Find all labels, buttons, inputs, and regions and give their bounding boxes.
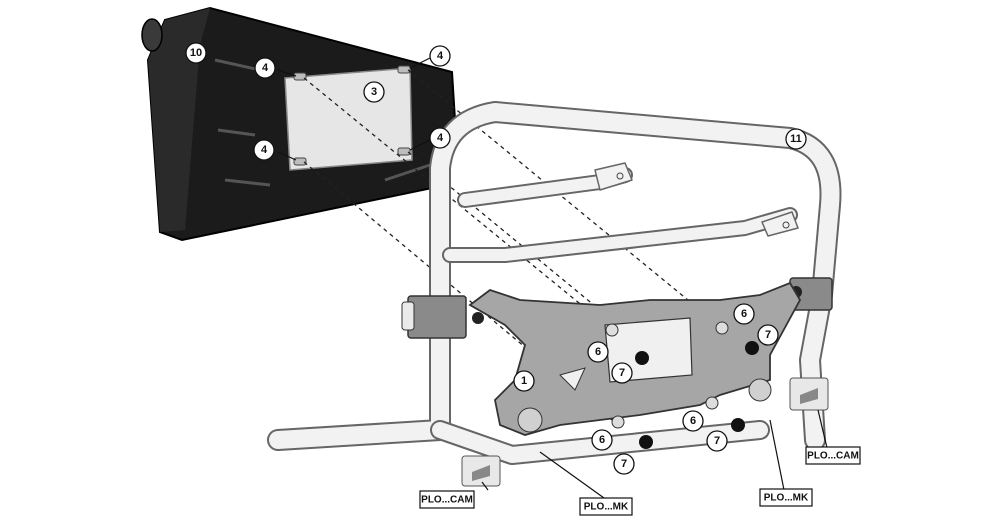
callout-nut-c: 7 — [613, 453, 635, 475]
callout-nut-d: 7 — [706, 430, 728, 452]
side-case — [141, 6, 457, 242]
callout-washer-d-label: 6 — [690, 415, 696, 427]
callout-frame: 11 — [785, 128, 807, 150]
tag-cam-right-label: PLO...CAM — [807, 451, 859, 462]
callout-nut-c-label: 7 — [621, 458, 627, 470]
callout-nut-a-label: 7 — [619, 367, 625, 379]
tag-mk-right: PLO...MK — [759, 488, 813, 507]
part-tags: PLO...CAM PLO...MK PLO...MK PLO...CAM — [419, 446, 861, 516]
callout-nut-d-label: 7 — [714, 435, 720, 447]
callout-plate-label: 3 — [371, 86, 377, 98]
frame-clamps — [401, 277, 833, 339]
callout-screw-top-right: 4 — [429, 45, 451, 67]
tag-cam-right: PLO...CAM — [805, 446, 861, 465]
callout-washer-b-label: 6 — [741, 308, 747, 320]
tag-mk-right-label: PLO...MK — [764, 493, 809, 504]
callout-screw-top-left-label: 4 — [262, 62, 269, 74]
hardware — [605, 321, 759, 449]
leader-lines — [277, 57, 829, 499]
callout-nut-a: 7 — [611, 362, 633, 384]
tag-cam-left-label: PLO...CAM — [421, 495, 473, 506]
callout-screw-bottom-right: 4 — [429, 127, 451, 149]
tag-mk-left-label: PLO...MK — [584, 502, 629, 513]
callout-case-label: 10 — [190, 47, 202, 59]
callout-washer-c: 6 — [591, 429, 613, 451]
callout-plate-mount-label: 1 — [521, 375, 527, 387]
callout-washer-a-label: 6 — [595, 346, 601, 358]
callout-washer-c-label: 6 — [599, 434, 605, 446]
callout-screw-bottom-right-label: 4 — [437, 132, 444, 144]
callout-frame-label: 11 — [790, 133, 802, 145]
tag-cam-left: PLO...CAM — [419, 490, 475, 509]
callout-washer-b: 6 — [733, 303, 755, 325]
callout-nut-b-label: 7 — [765, 329, 771, 341]
tag-mk-left: PLO...MK — [579, 497, 633, 516]
callout-plate-mount: 1 — [513, 370, 535, 392]
callout-screw-top-left: 4 — [254, 57, 276, 79]
callout-nut-b: 7 — [757, 324, 779, 346]
cam-plates — [461, 377, 829, 487]
callout-plate: 3 — [363, 81, 385, 103]
callout-washer-d: 6 — [682, 410, 704, 432]
callout-screw-bottom-left-label: 4 — [261, 144, 268, 156]
callout-case: 10 — [185, 42, 207, 64]
callout-washer-a: 6 — [587, 341, 609, 363]
callout-screw-bottom-left: 4 — [253, 139, 275, 161]
callout-screw-top-right-label: 4 — [437, 50, 444, 62]
callouts: 10 3 4 4 4 4 11 1 — [185, 42, 807, 475]
